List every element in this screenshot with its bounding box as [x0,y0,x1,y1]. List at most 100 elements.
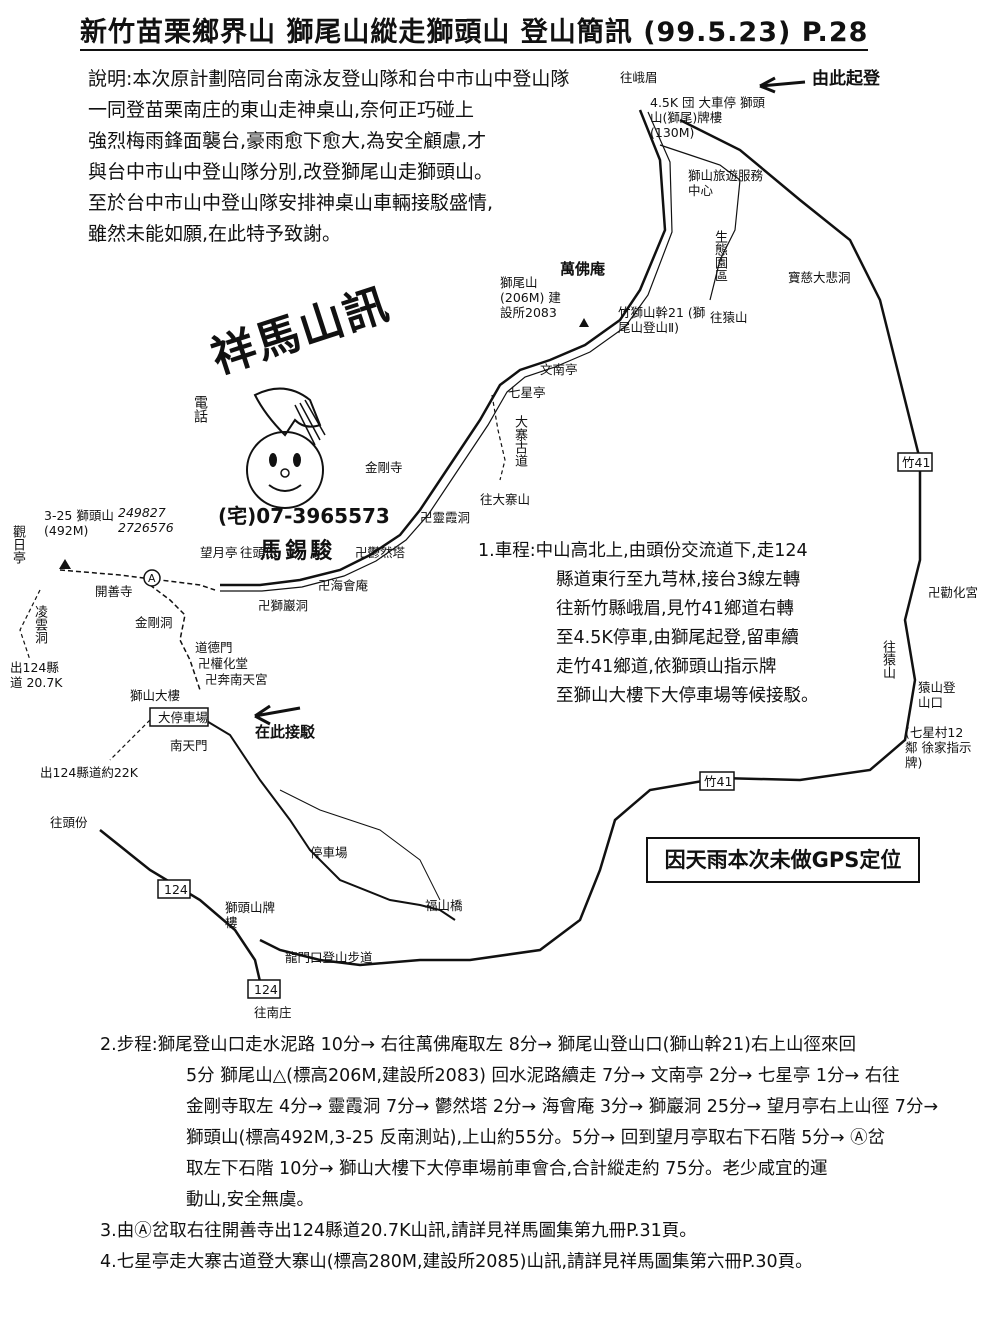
road-124 [99,829,264,991]
lingxia-label: 卍靈霞洞 [420,510,471,525]
route124a-label: 124 [164,882,188,897]
description-block: 說明:本次原計劃陪同台南泳友登山隊和台中市山中登山隊 一同登苗栗南庄的東山走神桌… [88,64,648,250]
road-south-b [279,789,441,901]
start-arrow [759,76,806,94]
trail-shitou [59,569,216,591]
to-toufen-top-label: 往頭份 [240,545,278,560]
wangyue-label: 望月亭 [200,545,238,560]
longmen-label: 龍門口登山步道 [285,950,373,965]
route124b-label: 124 [254,982,278,997]
steps-line: 5分 獅尾山△(標高206M,建設所2083) 回水泥路續走 7分→ 文南亭 2… [186,1066,900,1086]
steps-line: 3.由Ⓐ岔取右往開善寺出124縣道20.7K山訊,請詳見祥馬圖集第九冊P.31頁… [100,1221,697,1241]
lingyun-label: 凌雲洞 [32,605,47,644]
to-dazhai-label: 往大寨山 [480,492,531,507]
road-zhu41-east [259,118,922,967]
nantianmen-label: 南天門 [170,738,208,753]
logo-name: 馬錫駿 [260,539,336,564]
description-line: 強烈梅雨鋒面襲台,豪雨愈下愈大,為安全顧慮,才 [88,130,487,152]
wanfo-label: 萬佛庵 [560,260,606,278]
shitou-gate-label: 獅頭山牌樓 [225,900,276,930]
kaishan-label: 開善寺 [95,584,133,599]
route-line: 至4.5K停車,由獅尾起登,留車續 [556,628,799,648]
steps-line: 獅頭山(標高492M,3-25 反南測站),上山約55分。5分→ 回到望月亭取右… [186,1128,886,1148]
to-emei-label: 往峨眉 [620,70,658,85]
daode-label: 道德門 [195,640,233,655]
road-south [204,719,456,921]
steps-block: 2.步程:獅尾登山口走水泥路 10分→ 右往萬佛庵取左 8分→ 獅尾山登山口(獅… [100,1030,980,1278]
route-shield-zhu41-upper-box [897,452,933,472]
quanran-label: 卍鬱然塔 [355,545,406,560]
baoci-label: 寶慈大悲洞 [788,270,851,285]
description-line: 一同登苗栗南庄的東山走神桌山,奈何正巧碰上 [88,99,475,121]
shiweishan-peak-icon [579,318,589,327]
shiweishan-label: 獅尾山 (206M) 建設所2083 [500,275,561,320]
junction-a-label: A [148,572,156,585]
trail21-label: 竹獅山幹21 (獅尾山登山Ⅱ) [618,305,706,335]
route-line: 往新竹縣峨眉,見竹41鄉道右轉 [556,599,794,619]
trailhead-label: 4.5K 団 大車停 獅頭山(獅尾)牌樓 (130M) [650,95,765,140]
qixing-village-label: (七星村12鄰 徐家指示牌) [905,725,972,770]
guanri-label: 觀日亭 [10,525,25,564]
description-line: 至於台中市山中登山隊安排神桌山車輛接駁盛情, [88,192,494,214]
trail-dazhai [491,394,506,481]
nantian-label: 卍奔南天宮 [205,672,268,687]
yuanshan-trail-label: 猿山登山口 [918,680,956,710]
route-shield-zhu41-lower-box [699,771,735,791]
zhu41-lower-label: 竹41 [704,774,733,789]
route-line: 走竹41鄉道,依獅頭山指示牌 [556,657,777,677]
xiangma-logo: 祥馬山訊 電話 (宅)07-3965573 馬錫駿 [180,279,430,565]
jingang-label: 金剛寺 [365,460,403,475]
route-line: 至獅山大樓下大停車場等候接駁。 [556,686,819,706]
road-zhu41-west [220,109,667,587]
route-shield-124a-box [157,879,191,899]
parking-label: 大停車場 [158,710,209,725]
wennan-label: 文南亭 [540,362,578,377]
route-description: 1.車程:中山高北上,由頭份交流道下,走124 縣道東行至九芎林,接台3線左轉 … [478,537,888,711]
steps-line: 動山,安全無虞。 [186,1190,315,1210]
coords-label: 249827 2726576 [118,505,174,535]
description-line: 雖然未能如願,在此特予致謝。 [88,223,342,245]
horse-smiley-icon [246,387,326,509]
steps-line: 4.七星亭走大寨古道登大寨山(標高280M,建設所2085)山訊,請詳見祥馬圖集… [100,1252,813,1272]
pickup-label: 在此接駁 [255,723,316,741]
logo-phone: (宅)07-3965573 [218,504,390,528]
to-toufen-label: 往頭份 [50,815,88,830]
fushan-label: 福山橋 [425,898,463,913]
logo-phone-label: 電話 [192,395,208,423]
route-heading: 1.車程: [478,541,536,561]
route-line: 縣道東行至九芎林,接台3線左轉 [556,570,801,590]
description-line: 說明:本次原計劃陪同台南泳友登山隊和台中市山中登山隊 [88,68,570,90]
trail-exit22k [109,719,151,761]
route-line: 1.車程:中山高北上,由頭份交流道下,走124 [478,537,888,566]
parking-box [149,707,209,727]
trail-tourism [659,144,741,301]
haihui-label: 卍海會庵 [318,578,369,593]
tourism-center-label: 獅山旅遊服務中心 [688,168,764,198]
parking2-label: 停車場 [310,845,348,860]
to-yuanshan-label: 往猿山 [710,310,748,325]
description-line: 與台中市山中登山隊分別,改登獅尾山走獅頭山。 [88,161,494,183]
route-line-text: 中山高北上,由頭份交流道下,走124 [535,541,808,561]
road-zhu41-west-b [220,111,673,592]
shishan-building-label: 獅山大樓 [130,688,181,703]
start-label: 由此起登 [812,69,880,89]
wangyan-label: 卍獅巖洞 [258,598,309,613]
to-nanzhuang-label: 往南庄 [254,1005,292,1020]
quanhuatang-label: 卍權化堂 [198,656,249,671]
gps-note: 因天雨本次未做GPS定位 [646,837,920,883]
trail-kaishan [149,584,201,691]
eco-park-label: 生態園區 [712,230,727,282]
dazhai-road-label: 大寨古道 [512,415,527,467]
page-title: 新竹苗栗鄉界山 獅尾山縱走獅頭山 登山簡訊 (99.5.23) P.28 [80,10,869,51]
exit22k-label: 出124縣道約22K [40,765,138,780]
to-yuanshan2-label: 往猿山 [880,640,895,679]
pickup-arrow [254,704,301,726]
shitoushan-peak-icon [59,559,71,569]
steps-line: 取左下石階 10分→ 獅山大樓下大停車場前車會合,合計縱走約 75分。老少咸宜的… [186,1159,828,1179]
exit124-label: 出124縣道 20.7K [10,660,63,690]
zhu41-upper-label: 竹41 [902,455,931,470]
quanhua-label: 卍勸化宮 [928,585,979,600]
steps-line: 2.步程:獅尾登山口走水泥路 10分→ 右往萬佛庵取左 8分→ 獅尾山登山口(獅… [100,1035,856,1055]
